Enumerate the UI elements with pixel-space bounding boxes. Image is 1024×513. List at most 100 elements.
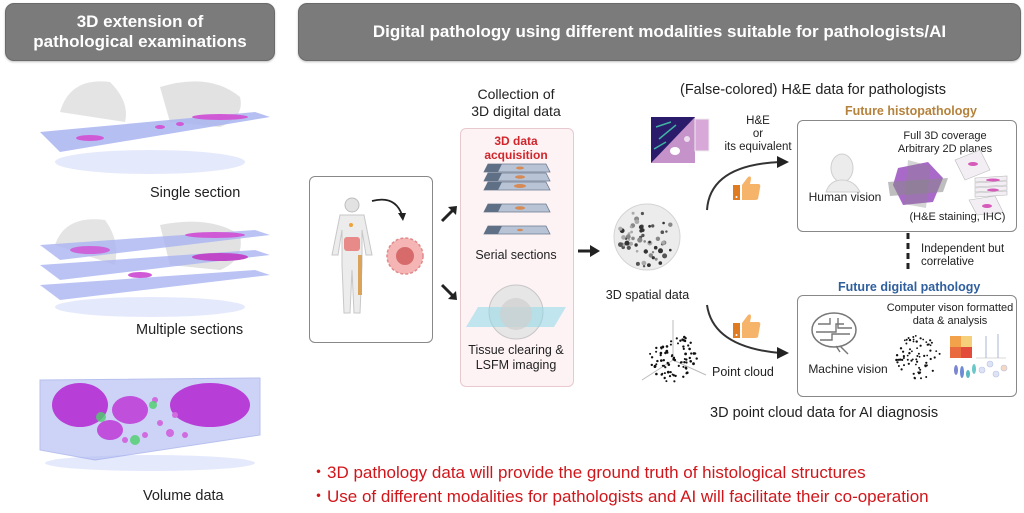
scatter-dot xyxy=(895,358,898,362)
scatter-dot xyxy=(654,257,658,261)
human-body-icon xyxy=(331,197,373,314)
tumor-cell-icon xyxy=(386,237,424,275)
serial-sections-label: Serial sections xyxy=(475,248,557,262)
scatter-dot xyxy=(682,375,685,378)
scatter-dot xyxy=(929,357,932,361)
scatter-dot xyxy=(641,260,647,266)
future-digital-title: Future digital pathology xyxy=(838,280,981,294)
scatter-dot xyxy=(911,358,914,361)
3d-planes-icon xyxy=(888,160,948,208)
scatter-dot xyxy=(916,347,918,350)
he-arrow-label-line3: its equivalent xyxy=(724,141,792,153)
tissue-clearing-line1: Tissue clearing & xyxy=(468,343,564,357)
scatter-dot xyxy=(912,340,915,343)
scatter-dot xyxy=(634,243,638,247)
scatter-dot xyxy=(906,358,909,361)
scatter-dot xyxy=(684,337,687,340)
scatter-dot xyxy=(662,221,665,225)
scatter-dot xyxy=(673,358,677,362)
scatter-dot xyxy=(669,248,672,252)
scatter-dot xyxy=(649,352,652,355)
scatter-dot xyxy=(627,238,631,241)
scatter-dot xyxy=(919,368,922,371)
scatter-dot xyxy=(658,261,663,265)
scatter-dot xyxy=(912,372,915,375)
scatter-dot xyxy=(915,363,917,366)
scatter-dot xyxy=(918,355,921,358)
scatter-dot xyxy=(908,338,912,342)
scatter-dot xyxy=(662,364,665,367)
scatter-dot xyxy=(640,211,644,216)
scatter-dot xyxy=(915,340,918,343)
cv-label: Computer vison formatted data & analysis xyxy=(885,302,1015,328)
scatter-dot xyxy=(682,347,685,350)
scatter-dot xyxy=(907,362,910,365)
scatter-dot xyxy=(917,352,920,355)
scatter-dot xyxy=(690,352,693,355)
scatter-dot xyxy=(925,341,928,343)
he-arrow-label-line2: or xyxy=(752,128,764,140)
scatter-dot xyxy=(916,360,919,363)
scatter-dot xyxy=(912,338,915,341)
collection-heading: Collection of 3D digital data xyxy=(460,86,572,120)
scatter-dot xyxy=(666,370,670,374)
curve-arrow-up-icon xyxy=(706,156,789,211)
scatter-dot xyxy=(650,363,653,367)
scatter-dot xyxy=(670,340,673,343)
scatter-dot xyxy=(895,354,899,357)
independent-line1: Independent but xyxy=(921,243,1005,255)
scatter-dot xyxy=(655,363,658,366)
scatter-dot xyxy=(938,352,941,355)
left-panel-title-line2: pathological examinations xyxy=(33,32,247,51)
multiple-sections-label: Multiple sections xyxy=(136,322,244,338)
scatter-dot xyxy=(629,241,633,246)
scatter-dot xyxy=(915,358,918,361)
left-panel-title-line1: 3D extension of xyxy=(76,12,204,31)
single-section-label: Single section xyxy=(150,185,241,201)
thumbs-up-icon xyxy=(733,314,761,338)
scatter-dot xyxy=(925,361,928,364)
tissue-clearing-icon xyxy=(466,284,566,340)
scatter-dot xyxy=(643,249,648,254)
scatter-dot xyxy=(905,338,908,341)
independent-line2: correlative xyxy=(921,256,975,268)
scatter-dot xyxy=(667,363,671,366)
cv-line2: data & analysis xyxy=(912,315,988,327)
scatter-dot xyxy=(662,359,665,362)
scatter-dot xyxy=(629,225,633,229)
spatial-data-label: 3D spatial data xyxy=(605,288,690,302)
scatter-dot xyxy=(688,356,691,360)
acquisition-title: 3D data acquisition xyxy=(460,134,572,162)
scatter-dot xyxy=(692,362,695,366)
collection-heading-line2: 3D digital data xyxy=(471,103,561,119)
scatter-dot xyxy=(688,347,691,351)
scatter-dot xyxy=(685,361,688,364)
scatter-dot xyxy=(647,263,651,267)
scatter-dot xyxy=(919,344,922,347)
conclusion-1: ・3D pathology data will provide the grou… xyxy=(310,463,866,482)
he-image-thumbnail xyxy=(651,117,710,163)
stacked-slices-icon xyxy=(954,149,1008,216)
human-vision-label: Human vision xyxy=(808,190,882,204)
he-heading: (False-colored) H&E data for pathologist… xyxy=(680,82,946,98)
scatter-dot xyxy=(669,371,672,374)
scatter-dot xyxy=(655,236,661,241)
scatter-dot xyxy=(669,343,672,346)
scatter-dot xyxy=(923,354,926,357)
scatter-dot xyxy=(899,358,902,361)
scatter-dot xyxy=(925,376,928,378)
scatter-dot xyxy=(677,364,680,367)
scatter-dot xyxy=(659,354,662,357)
volume-data-label: Volume data xyxy=(143,488,224,504)
scatter-dot xyxy=(694,352,697,355)
scatter-dot xyxy=(631,236,635,241)
scatter-dot xyxy=(900,368,903,371)
scatter-dot xyxy=(689,360,692,363)
scatter-dot xyxy=(660,230,665,234)
acquisition-title-line2: acquisition xyxy=(484,148,548,162)
scatter-dot xyxy=(637,237,643,243)
scatter-dot xyxy=(933,356,936,359)
scatter-dot xyxy=(665,380,668,383)
scatter-dot xyxy=(625,234,631,240)
scatter-dot xyxy=(931,369,934,372)
